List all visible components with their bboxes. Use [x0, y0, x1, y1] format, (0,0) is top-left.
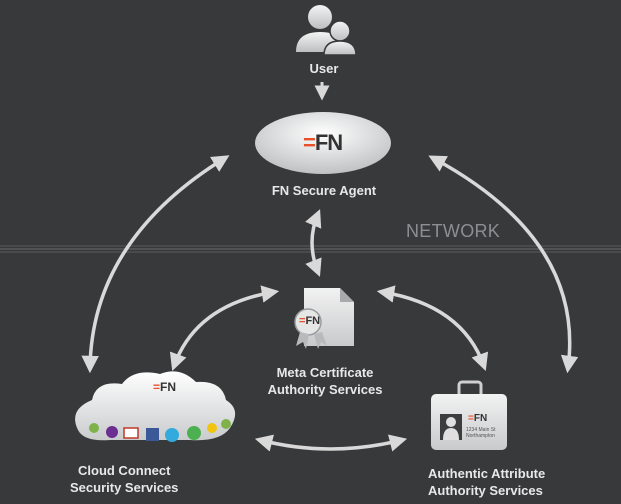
hotmail-icon	[89, 423, 99, 433]
twitter-icon	[165, 428, 179, 442]
authentic-attribute-label: Authentic Attribute Authority Services	[428, 466, 546, 498]
maps-icon	[187, 426, 201, 440]
network-label: NETWORK	[406, 221, 501, 241]
gmail-icon	[123, 427, 139, 439]
facebook-icon	[146, 428, 159, 441]
connection-arrows	[81, 155, 579, 452]
aol-icon	[221, 419, 231, 429]
yahoo-icon	[106, 426, 118, 438]
agent-fn-logo: =FN	[303, 130, 343, 155]
idea-icon	[207, 423, 217, 433]
arrow-agent-cloud	[81, 155, 230, 374]
card-address-text: 1234 Main St Northampton	[466, 427, 496, 439]
cloud-fn-logo: =FN	[153, 380, 177, 394]
arrow-agent-attribute	[428, 155, 579, 374]
arrow-meta-cloud	[169, 285, 280, 371]
arrow-agent-meta	[305, 209, 322, 277]
cloud-connect-label: Cloud Connect Security Services	[70, 463, 179, 495]
card-fn-logo: =FN	[468, 413, 488, 424]
meta-cert-label: Meta Certificate Authority Services	[267, 365, 383, 397]
arrow-cloud-attribute	[254, 434, 408, 452]
secure-agent-label: FN Secure Agent	[271, 183, 377, 198]
arrow-meta-attribute	[376, 285, 489, 371]
cloud-shape	[75, 371, 236, 441]
user-label: User	[309, 61, 339, 76]
user-icon	[296, 5, 357, 56]
cloud-service-icons	[89, 419, 231, 442]
secure-agent-oval	[255, 112, 391, 174]
meta-fn-logo: =FN	[299, 315, 321, 327]
certificate-icon	[294, 288, 354, 349]
id-card-icon	[431, 380, 507, 450]
